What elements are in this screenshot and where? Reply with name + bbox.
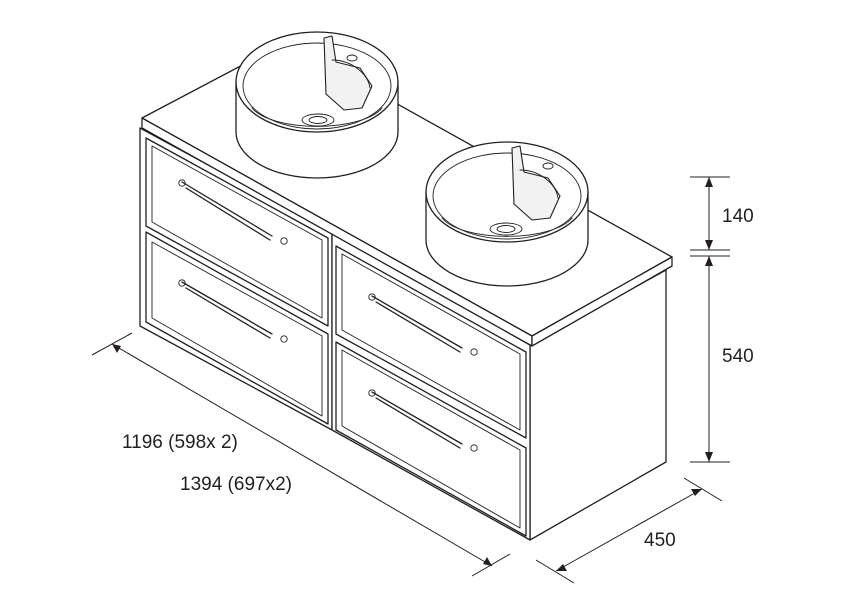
drawer-bottom-right xyxy=(335,341,527,537)
drawer-top-left xyxy=(145,137,329,327)
sink-right xyxy=(425,141,589,287)
width-dimension xyxy=(91,332,511,577)
drawer-top-right xyxy=(335,245,527,439)
height-dimensions xyxy=(690,176,730,463)
sink-height-label: 140 xyxy=(722,206,754,227)
drawer-handle xyxy=(371,295,463,349)
sink-left xyxy=(235,31,399,179)
inner-width-label: 1196 (598x 2) xyxy=(122,432,238,453)
depth-label: 450 xyxy=(644,530,676,551)
outer-width-label: 1394 (697x2) xyxy=(180,474,292,495)
countertop-side-edge xyxy=(531,256,673,347)
drawer-handle xyxy=(371,391,463,445)
depth-dimension xyxy=(535,477,723,584)
drawer-handle xyxy=(181,281,273,335)
cabinet-height-label: 540 xyxy=(722,346,754,367)
drawer-handle xyxy=(181,181,273,237)
drawer-bottom-left xyxy=(145,231,329,425)
